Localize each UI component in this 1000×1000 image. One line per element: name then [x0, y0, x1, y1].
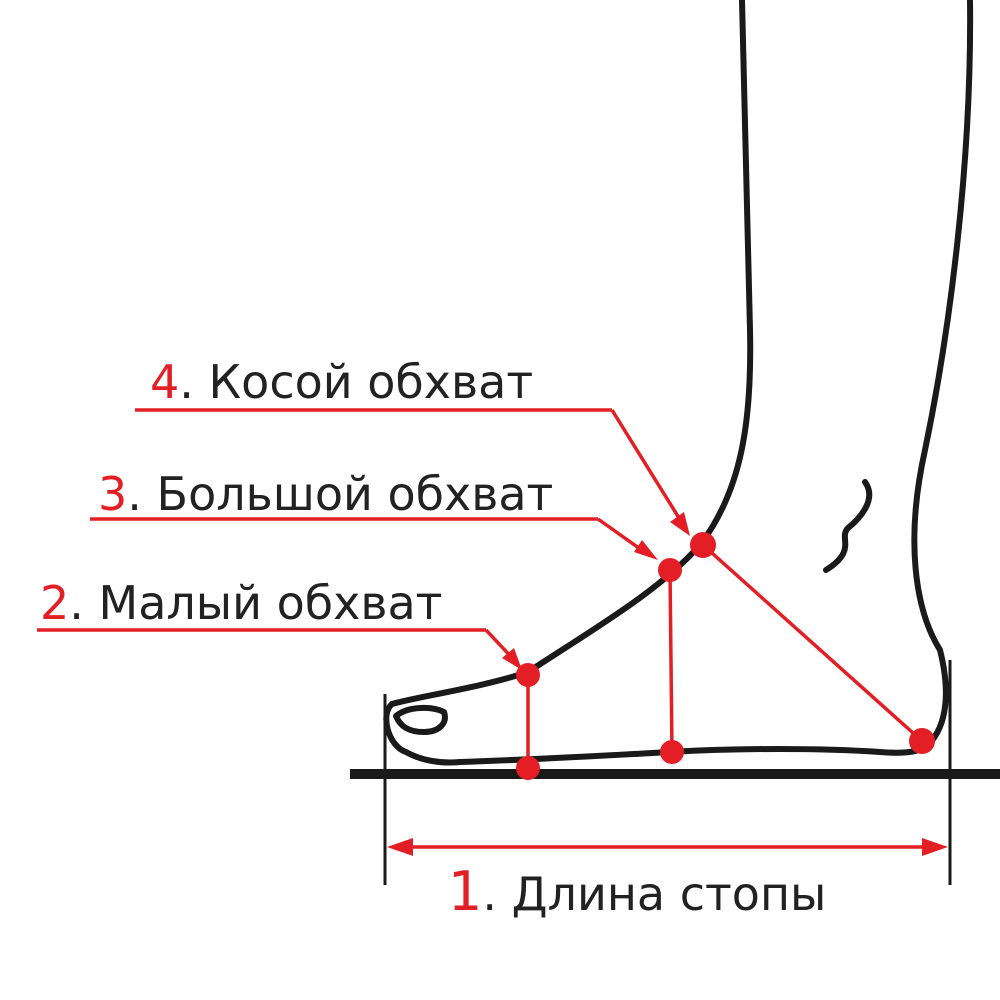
oblique-girth-line [701, 543, 924, 743]
label-small: 2. Малый обхват [40, 576, 442, 630]
label-big: 3. Большой обхват [98, 467, 553, 521]
point-big-top [658, 558, 682, 582]
leg-back-contour [911, 0, 974, 748]
label-obliq-text: . Косой обхват [179, 355, 533, 409]
label-big-text: . Большой обхват [127, 467, 553, 521]
length-extents [383, 660, 952, 885]
toenail [393, 704, 448, 735]
label-small-number: 2 [40, 576, 69, 630]
big-girth-line [668, 569, 674, 753]
point-obliq-top [690, 532, 716, 558]
leg-front-contour [389, 0, 754, 707]
label-length-text: . Длина стопы [482, 867, 826, 921]
foot-outline [383, 0, 974, 766]
point-big-bottom [660, 740, 684, 764]
point-small-bottom [516, 756, 540, 780]
label-obliq-number: 4 [150, 355, 179, 409]
label-length-number: 1 [448, 860, 482, 923]
toe-contour [383, 701, 463, 766]
label-length: 1. Длина стопы [448, 860, 826, 923]
arrowhead-length-left [387, 838, 413, 856]
label-big-number: 3 [98, 467, 127, 521]
pointer-line-obliq [610, 409, 686, 527]
label-small-text: . Малый обхват [69, 576, 442, 630]
measurement-points [516, 532, 935, 780]
arrowhead-obliq [670, 512, 690, 536]
point-small-top [516, 663, 540, 687]
arrowheads [387, 512, 948, 856]
arrowhead-small [502, 648, 522, 670]
label-obliq: 4. Косой обхват [150, 355, 533, 409]
arrowhead-big [634, 540, 658, 560]
arrowhead-length-right [922, 838, 948, 856]
sole-contour [457, 742, 931, 765]
point-obliq-heel [909, 728, 935, 754]
ankle-bone-mark [823, 479, 873, 573]
